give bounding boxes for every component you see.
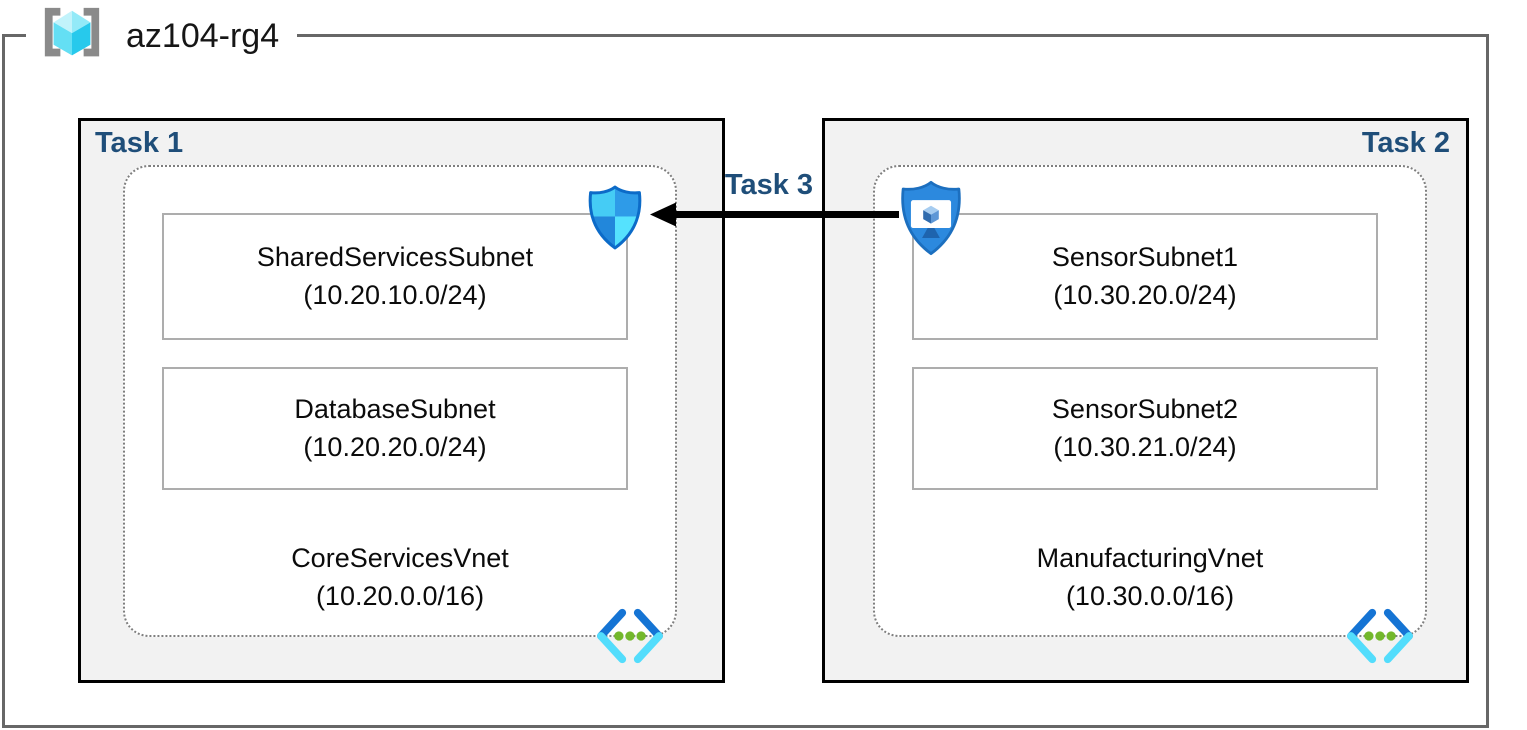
subnet-database-box: DatabaseSubnet (10.20.20.0/24) (162, 367, 628, 490)
vnet-cidr: (10.20.0.0/16) (315, 580, 485, 611)
subnet-name: SensorSubnet2 (1051, 393, 1239, 424)
resource-group-header: az104-rg4 (26, 2, 298, 70)
task3-label: Task 3 (724, 169, 814, 201)
vnet-manufacturing-label: ManufacturingVnet (10.30.0.0/16) (873, 540, 1427, 616)
vnet-cidr: (10.30.0.0/16) (1065, 580, 1235, 611)
subnet-cidr: (10.30.21.0/24) (1053, 431, 1237, 462)
subnet-name: SharedServicesSubnet (256, 241, 534, 272)
vnet-name: CoreServicesVnet (291, 543, 509, 573)
task3-arrow (650, 202, 899, 227)
subnet-name: DatabaseSubnet (294, 393, 496, 424)
virtual-network-icon (1347, 608, 1413, 664)
subnet-cidr: (10.20.20.0/24) (303, 431, 487, 462)
vnet-coreservices-label: CoreServicesVnet (10.20.0.0/16) (123, 540, 677, 616)
subnet-cidr: (10.30.20.0/24) (1053, 279, 1237, 310)
resource-group-title: az104-rg4 (126, 16, 280, 55)
task2-label: Task 2 (1361, 127, 1450, 159)
vnet-name: ManufacturingVnet (1036, 543, 1264, 573)
subnet-sensor2-box: SensorSubnet2 (10.30.21.0/24) (912, 367, 1378, 490)
resource-group-frame (2, 34, 1489, 728)
subnet-sharedservices-box: SharedServicesSubnet (10.20.10.0/24) (162, 213, 628, 340)
subnet-name: SensorSubnet1 (1051, 241, 1239, 272)
task1-label: Task 1 (95, 127, 184, 159)
virtual-network-icon (597, 608, 663, 664)
subnet-sensor1-box: SensorSubnet1 (10.30.20.0/24) (912, 213, 1378, 340)
defender-shield-icon (588, 185, 642, 250)
bastion-shield-icon (901, 180, 961, 256)
subnet-cidr: (10.20.10.0/24) (303, 279, 487, 310)
resource-group-icon (44, 7, 100, 57)
